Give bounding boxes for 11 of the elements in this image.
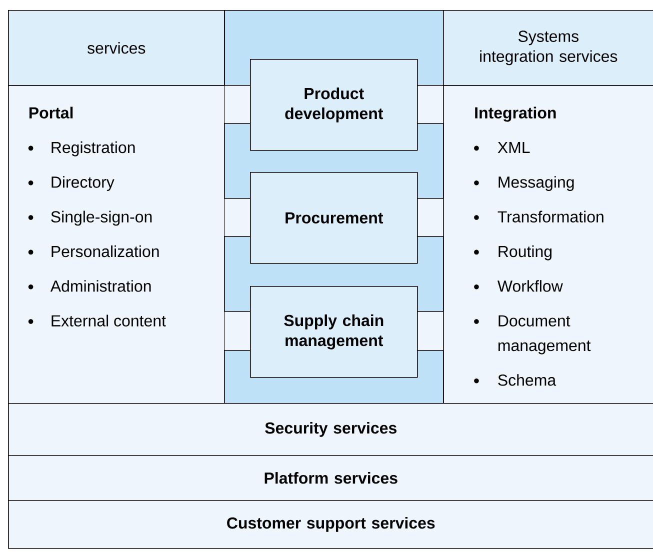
process-box: Procurement: [250, 172, 418, 264]
service-cell: Systems integration services: [443, 10, 653, 86]
service-band: Customer support services: [8, 500, 653, 549]
node-label: Security services: [265, 422, 396, 437]
service-cell: services: [8, 10, 225, 86]
service-band: Platform services: [8, 455, 653, 501]
process-box: Supply chain management: [250, 286, 418, 378]
process-box: Product development: [250, 59, 418, 151]
service-band: Security services: [8, 403, 653, 456]
service-panel: Integration XML Messaging Transformation Routing Workflow Document management Schema: [443, 85, 653, 404]
node-label: Platform services: [264, 472, 398, 484]
